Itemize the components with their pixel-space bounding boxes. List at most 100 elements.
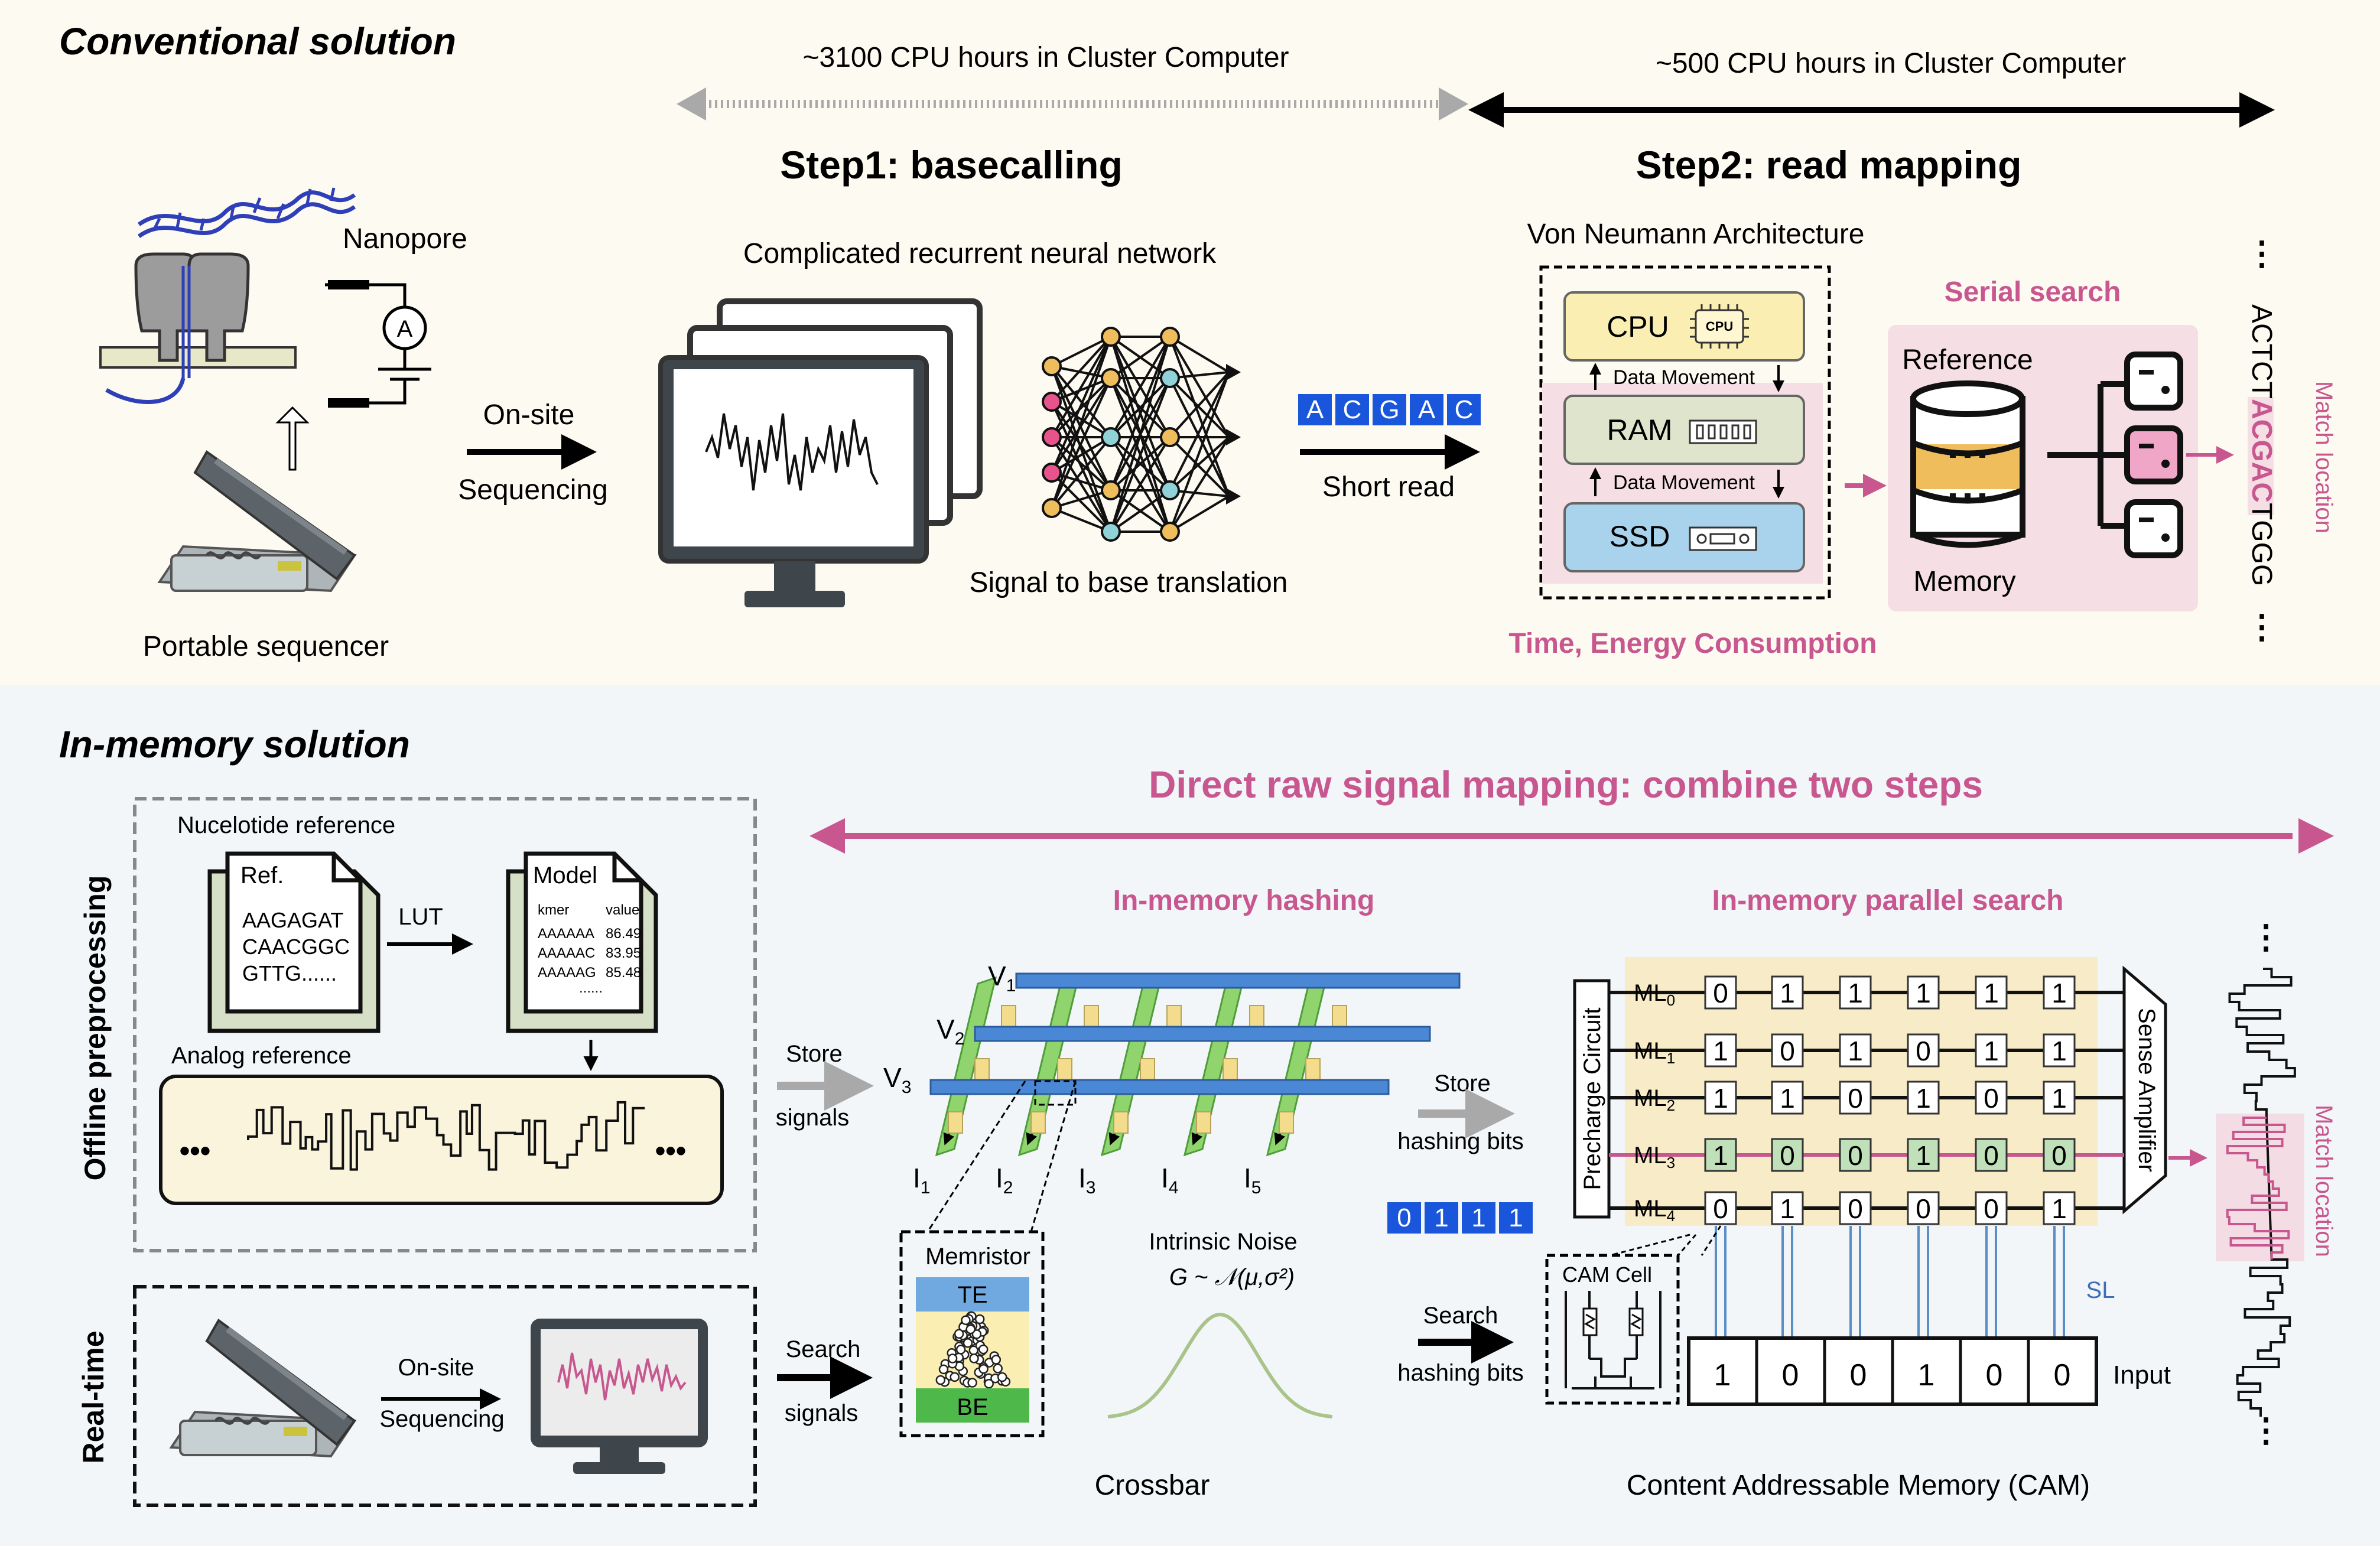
cam-cell <box>1771 1191 1804 1225</box>
short-read-label: Short read <box>1322 471 1455 503</box>
direct-arrow-left <box>809 818 845 854</box>
memristor-label: Memristor <box>925 1244 1030 1270</box>
cam-cell-bit: 1 <box>1984 978 1999 1008</box>
onsite-label-bottom: On-site <box>398 1355 474 1381</box>
direct-arrow-right <box>2298 818 2334 854</box>
short-read-base: C <box>1343 395 1362 424</box>
cam-cell <box>1839 1138 1872 1172</box>
nn-node <box>1042 392 1062 412</box>
nn-edge <box>1110 378 1171 532</box>
realtime-label: Real-time <box>77 1330 110 1463</box>
search-signals-line1: Search <box>786 1336 861 1362</box>
memristor-cell <box>1196 1111 1211 1134</box>
memristor-cell <box>1140 1058 1155 1081</box>
model-value: 83.95 <box>606 945 641 961</box>
current-subscript: 4 <box>1169 1178 1179 1197</box>
search-signals-line2: signals <box>785 1400 859 1426</box>
filament-particle <box>965 1324 976 1335</box>
conventional-title: Conventional solution <box>59 20 456 63</box>
cam-cell <box>1771 975 1804 1010</box>
nn-edge <box>1169 372 1230 491</box>
cam-cell-bit: 1 <box>1780 1193 1795 1224</box>
sequence-text: ACTCTACGACTGGG <box>2246 304 2277 586</box>
nn-edge <box>1051 401 1112 492</box>
von-neumann-box <box>1539 265 1831 600</box>
memristor-cell <box>974 1058 990 1081</box>
data-movement-1: Data Movement <box>1613 366 1755 389</box>
store-hash-line1: Store <box>1434 1070 1491 1096</box>
ref-sequence-line: CAACGGC <box>242 935 350 959</box>
analog-dots-left: ••• <box>180 1134 211 1167</box>
cam-cell <box>1907 1033 1940 1068</box>
cpu-hours-step2: ~500 CPU hours in Cluster Computer <box>1656 48 2126 79</box>
cam-cell-bit: 0 <box>1713 1193 1728 1224</box>
store-signals-line1: Store <box>786 1041 843 1067</box>
seq-suffix: TGGG <box>2246 503 2277 586</box>
nn-edge <box>1169 336 1230 497</box>
nn-node <box>1160 427 1180 447</box>
cam-cell-bit: 0 <box>1916 1193 1931 1224</box>
right-signal-match-trace <box>2226 1117 2290 1260</box>
cam-cell-bit: 1 <box>1848 978 1863 1008</box>
gaussian-curve <box>1107 1312 1333 1419</box>
cam-cell-bit: 1 <box>2051 978 2067 1008</box>
hash-bit-cell <box>1462 1202 1495 1234</box>
nn-edge <box>1051 378 1112 509</box>
nn-node <box>1101 368 1121 388</box>
cam-cell <box>1975 1033 2008 1068</box>
ssd-label: SSD <box>1610 520 1670 553</box>
cam-cell <box>1907 975 1940 1010</box>
ml-subscript: 3 <box>1667 1154 1675 1171</box>
model-doc-title: Model <box>533 863 597 889</box>
memristor-inset-box <box>899 1230 1045 1437</box>
nn-output-arrow <box>1226 429 1241 445</box>
portable-sequencer-icon-bottom <box>169 1319 357 1458</box>
analog-reference-label: Analog reference <box>171 1043 352 1069</box>
cam-cell-bit: 0 <box>1848 1140 1863 1171</box>
nn-output-arrow <box>1226 488 1241 505</box>
analog-reference-trace <box>247 1101 645 1171</box>
time-energy-label: Time, Energy Consumption <box>1508 628 1877 659</box>
cam-cell-bit: 1 <box>1780 978 1795 1008</box>
ref-sequence-lines: AAGAGATCAACGGCGTTG...... <box>242 908 350 985</box>
input-bit: 1 <box>1918 1358 1935 1392</box>
nn-edge <box>1051 336 1112 473</box>
short-read-base-cell <box>1447 394 1481 425</box>
filament-particle <box>963 1338 973 1348</box>
nn-edge <box>1051 471 1111 492</box>
filament-particle <box>997 1372 1007 1382</box>
model-value: 86.49 <box>606 926 641 942</box>
inmemory-title: In-memory solution <box>59 723 410 766</box>
ssd-chip-icon <box>1689 526 1757 551</box>
ammeter-circuit <box>325 280 431 408</box>
cam-label: Content Addressable Memory (CAM) <box>1627 1470 2090 1501</box>
cam-cell <box>1975 975 2008 1010</box>
filament-particle <box>991 1355 1002 1365</box>
cam-cell-inset <box>1545 1254 1680 1405</box>
cam-cell <box>1907 1081 1940 1115</box>
cam-cell <box>1975 1191 2008 1225</box>
model-kmer: AAAAAA <box>538 926 594 942</box>
realtime-signal-trace <box>557 1352 687 1401</box>
nn-edge <box>1051 366 1112 491</box>
nucleotide-reference-label: Nucelotide reference <box>177 812 395 838</box>
cam-cell-bit: 0 <box>1713 978 1728 1008</box>
store-signals-line2: signals <box>776 1105 850 1131</box>
hash-bit-cell <box>1387 1202 1421 1234</box>
nn-edge <box>1051 436 1112 474</box>
parallel-search-title: In-memory parallel search <box>1712 885 2064 916</box>
nn-edge <box>1169 436 1230 533</box>
top-electrode <box>929 1079 1390 1095</box>
step2-arrow-left <box>1468 92 1504 128</box>
ref-doc-title: Ref. <box>240 863 284 889</box>
sense-amplifier-box <box>2122 965 2167 1215</box>
cam-cell-bit: 1 <box>2051 1083 2067 1114</box>
portable-sequencer-label: Portable sequencer <box>143 631 389 662</box>
model-kmer: AAAAAC <box>538 945 595 961</box>
cam-cell-bit: 0 <box>1984 1193 1999 1224</box>
